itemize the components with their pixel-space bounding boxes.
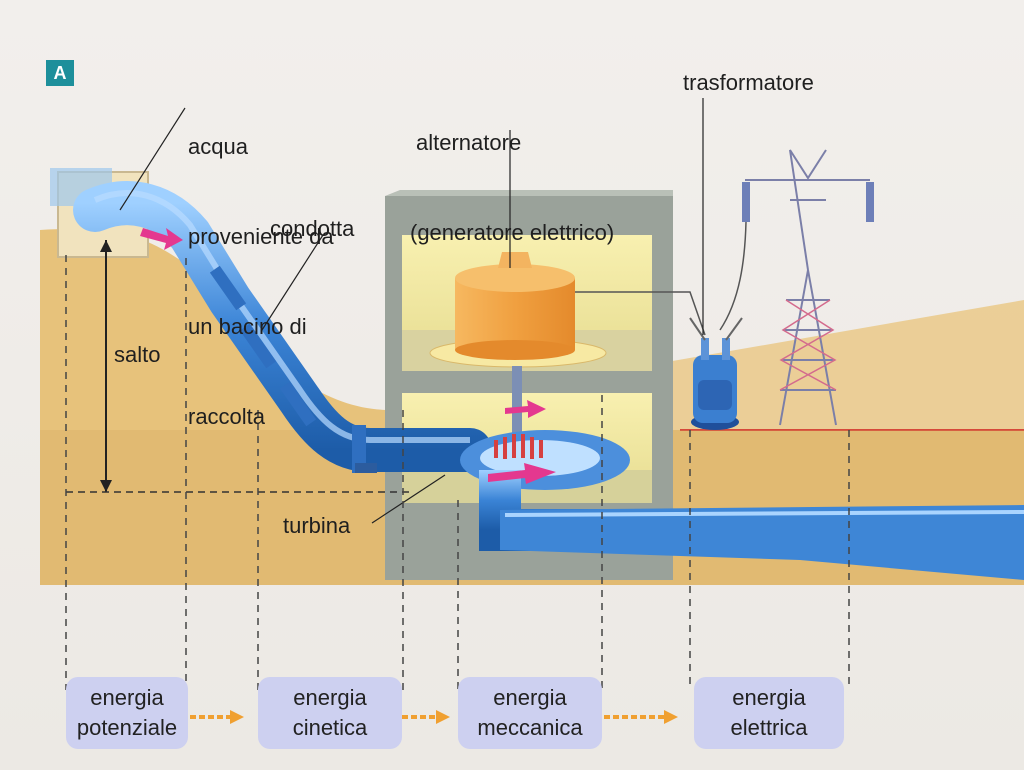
label-line: raccolta [188, 404, 266, 429]
energy-box-line: potenziale [76, 715, 178, 740]
guide-lines [65, 255, 850, 690]
transmission-tower [745, 149, 870, 426]
label-penstock: condotta [270, 216, 355, 241]
head-arrow-top [100, 240, 112, 252]
tailrace-river [500, 505, 1024, 580]
energy-box-line: energia [90, 685, 164, 710]
energy-box-line: elettrica [730, 715, 808, 740]
transformer-graphic [689, 317, 743, 430]
tailrace-highlight [504, 510, 1024, 517]
energy-box-line: energia [732, 685, 806, 710]
power-line [719, 221, 747, 331]
energy-box-line: meccanica [477, 715, 583, 740]
label-transformer: trasformatore [683, 70, 814, 95]
leader-lines [119, 98, 704, 524]
alternator-top [455, 264, 575, 292]
figure-badge: A [46, 60, 74, 86]
alternator-bottom [455, 340, 575, 360]
label-line: alternatore [416, 130, 522, 155]
alternator-cap [498, 252, 532, 268]
energy-box-potential: energia potenziale [66, 677, 188, 749]
energy-box-line: cinetica [292, 715, 368, 740]
energy-box-electric: energia elettrica [694, 677, 844, 749]
alternator-cable [575, 291, 706, 336]
energy-box-line: energia [493, 685, 567, 710]
label-line: proveniente da [188, 224, 334, 249]
label-head: salto [114, 342, 161, 367]
pipe-joints [209, 265, 317, 427]
label-water-source: acqua proveniente da un bacino di raccol… [188, 72, 334, 492]
transition-arrows [190, 710, 678, 724]
flow-arrows [140, 228, 556, 484]
pipe-joint-bottom [352, 425, 366, 473]
pipe-collar [355, 463, 377, 473]
label-alternator: alternatore (generatore elettrico) [410, 68, 614, 308]
turbine-blades [494, 434, 543, 459]
label-line: un bacino di [188, 314, 307, 339]
plant-roof [385, 190, 673, 196]
head-arrow-bottom [100, 480, 112, 492]
label-line: acqua [188, 134, 248, 159]
energy-box-mechanical: energia meccanica [458, 677, 602, 749]
energy-box-kinetic: energia cinetica [258, 677, 402, 749]
insulators [742, 182, 874, 222]
label-turbine: turbina [283, 513, 351, 538]
energy-box-line: energia [293, 685, 367, 710]
label-line: (generatore elettrico) [410, 220, 615, 245]
